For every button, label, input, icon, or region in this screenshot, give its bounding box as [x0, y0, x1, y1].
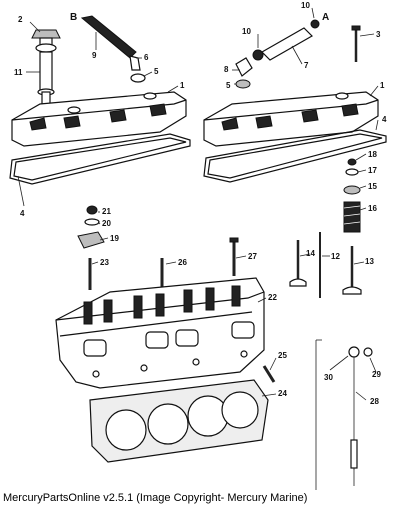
callout-1-right: 1 — [380, 81, 385, 90]
callout-9: 9 — [92, 51, 97, 60]
callout-B: B — [70, 12, 77, 23]
inset-box — [315, 339, 322, 490]
callout-5-left: 5 — [154, 67, 159, 76]
leader-lines — [17, 7, 379, 401]
callout-19: 19 — [110, 234, 119, 243]
callout-26: 26 — [178, 258, 187, 267]
callout-25: 25 — [278, 351, 287, 360]
callout-14: 14 — [306, 249, 315, 258]
callout-labels: B A 2 11 9 6 5 1 10 10 3 8 7 5 1 4 4 18 … — [14, 1, 387, 406]
valve-springs-in-head — [83, 285, 241, 325]
callout-7: 7 — [304, 61, 309, 70]
head-gasket — [89, 379, 269, 463]
callout-A: A — [322, 12, 329, 23]
valve-spring-assembly — [343, 158, 361, 233]
callout-6: 6 — [144, 53, 149, 62]
valve-cover-gasket-right — [203, 129, 387, 183]
rocker-arm-assembly — [77, 205, 105, 249]
cylinder-head-exploded-diagram: B A 2 11 9 6 5 1 10 10 3 8 7 5 1 4 4 18 … — [9, 1, 387, 490]
exhaust-valve-14 — [289, 240, 307, 287]
valve-cover-gasket-left — [9, 133, 191, 185]
callout-4-left: 4 — [20, 209, 25, 218]
callout-30: 30 — [324, 373, 333, 382]
callout-12: 12 — [331, 252, 340, 261]
bolt-3 — [351, 25, 361, 62]
callout-29: 29 — [372, 370, 381, 379]
callout-24: 24 — [278, 389, 287, 398]
callout-10-top: 10 — [301, 1, 310, 10]
pcv-valve — [235, 57, 253, 89]
callout-4-right: 4 — [382, 115, 387, 124]
callout-21: 21 — [102, 207, 111, 216]
exhaust-ports — [83, 321, 255, 357]
callout-17: 17 — [368, 166, 377, 175]
callout-3: 3 — [376, 30, 381, 39]
pcv-hose — [80, 15, 146, 83]
callout-23: 23 — [100, 258, 109, 267]
callout-2: 2 — [18, 15, 23, 24]
bolt-25 — [262, 365, 276, 383]
bolt-27 — [229, 237, 239, 276]
callout-10-left: 10 — [242, 27, 251, 36]
intake-valve-13 — [342, 246, 362, 295]
callout-8: 8 — [224, 65, 229, 74]
callout-5-right: 5 — [226, 81, 231, 90]
callout-22: 22 — [268, 293, 277, 302]
valve-cover-right — [203, 91, 379, 147]
callout-11: 11 — [14, 68, 23, 77]
callout-16: 16 — [368, 204, 377, 213]
valve-cover-left — [11, 91, 187, 147]
temperature-sender-wire — [348, 346, 373, 486]
callout-15: 15 — [368, 182, 377, 191]
cylinder-head — [55, 277, 265, 389]
callout-28: 28 — [370, 397, 379, 406]
oil-fill-cap — [31, 29, 61, 53]
image-caption: MercuryPartsOnline v2.5.1 (Image Copyrig… — [3, 492, 308, 504]
callout-18: 18 — [368, 150, 377, 159]
callout-13: 13 — [365, 257, 374, 266]
callout-20: 20 — [102, 219, 111, 228]
callout-1-left: 1 — [180, 81, 185, 90]
breather-tube — [252, 19, 320, 61]
callout-27: 27 — [248, 252, 257, 261]
